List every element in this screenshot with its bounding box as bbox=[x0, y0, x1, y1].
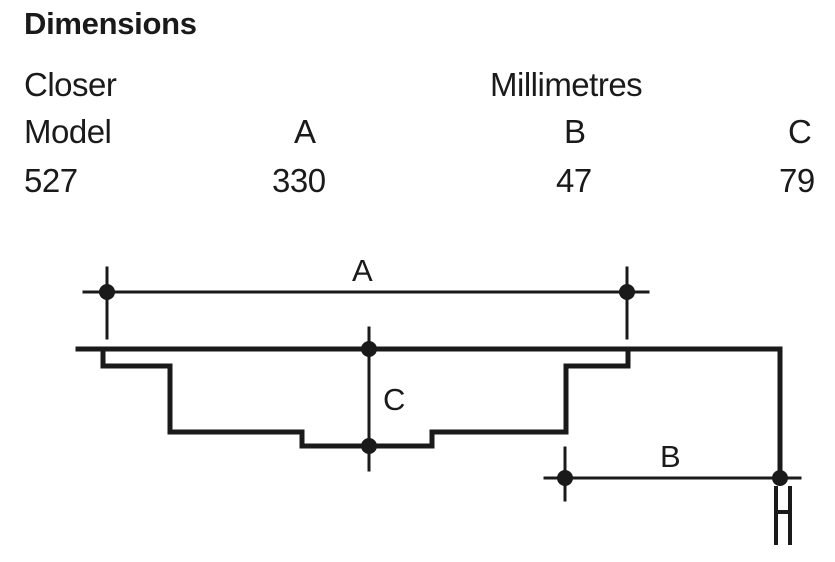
dimension-b-value: 47 bbox=[556, 162, 592, 199]
millimetres-header: Millimetres bbox=[490, 66, 643, 103]
dimension-a-left-node bbox=[99, 284, 115, 300]
dimension-b-left-node bbox=[557, 470, 573, 486]
closer-header: Closer bbox=[24, 66, 117, 103]
dimension-a-right-node bbox=[619, 284, 635, 300]
dimension-c-bottom-node bbox=[361, 438, 377, 454]
door-frame-outline bbox=[774, 486, 792, 545]
closer-top-outline bbox=[75, 346, 783, 483]
model-value: 527 bbox=[24, 162, 78, 199]
column-c-header: C bbox=[788, 113, 812, 150]
column-b-header: B bbox=[564, 113, 586, 150]
dimension-c-value: 79 bbox=[779, 162, 815, 199]
dimension-b-label: B bbox=[660, 439, 681, 474]
dimension-a-value: 330 bbox=[272, 162, 326, 199]
dimension-c-label: C bbox=[383, 382, 405, 417]
dimension-c-top-node bbox=[361, 341, 377, 357]
model-header: Model bbox=[24, 113, 112, 150]
column-a-header: A bbox=[294, 113, 316, 150]
closer-body-outline bbox=[100, 346, 631, 449]
dimension-a-label: A bbox=[352, 253, 373, 288]
dimensions-title: Dimensions bbox=[24, 6, 197, 41]
dimension-b-right-node bbox=[772, 470, 788, 486]
